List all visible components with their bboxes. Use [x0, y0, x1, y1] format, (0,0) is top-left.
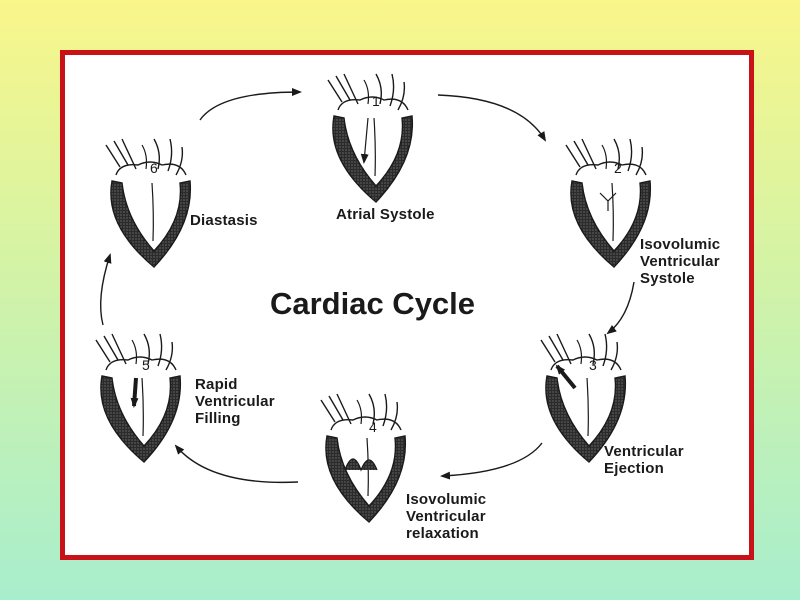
- stage-6-number: 6: [150, 160, 158, 176]
- arrow-6-to-1: [199, 88, 302, 121]
- stage-2-label: Isovolumic Ventricular Systole: [640, 236, 721, 287]
- stage-3-number: 3: [589, 357, 597, 373]
- arrow-2-to-3: [606, 281, 635, 335]
- heart-stage-4: 4: [320, 393, 407, 523]
- arrow-3-to-4: [440, 442, 543, 480]
- stage-6-label: Diastasis: [190, 212, 258, 229]
- stage-5-number: 5: [142, 357, 150, 373]
- cycle-arrows: [99, 88, 635, 484]
- arrow-4-to-5: [174, 444, 299, 484]
- arrow-5-to-6: [99, 253, 112, 326]
- diagram-title: Cardiac Cycle: [269, 286, 476, 321]
- stage-4-number: 4: [369, 419, 377, 435]
- stage-1-number: 1: [372, 93, 380, 109]
- stage-4-label: Isovolumic Ventricular relaxation: [406, 491, 487, 542]
- stage-3-label: Ventricular Ejection: [604, 443, 684, 477]
- heart-stage-5: 5: [95, 333, 182, 463]
- heart-stage-3: 3: [540, 333, 627, 463]
- heart-stage-2: 2: [565, 138, 652, 268]
- heart-stage-1: 1: [327, 73, 414, 203]
- stage-5-label: Rapid Ventricular Filling: [195, 376, 275, 427]
- stage-1-label: Atrial Systole: [336, 206, 435, 223]
- heart-stage-6: 6: [105, 138, 192, 268]
- stage-2-number: 2: [614, 160, 622, 176]
- arrow-1-to-2: [437, 94, 547, 142]
